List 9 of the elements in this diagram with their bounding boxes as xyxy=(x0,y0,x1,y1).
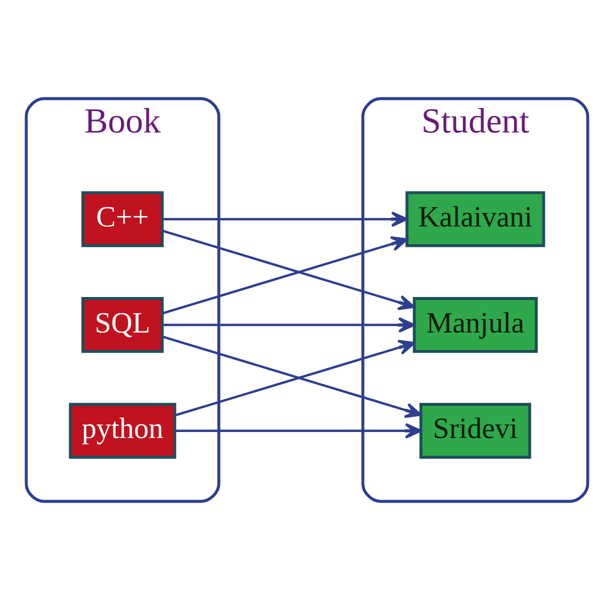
arrow xyxy=(174,423,422,439)
node-box: SQL xyxy=(81,297,164,353)
node-box: Manjula xyxy=(412,297,538,353)
node-box: C++ xyxy=(81,191,164,248)
node-box: Kalaivani xyxy=(405,191,546,248)
arrow xyxy=(162,317,416,333)
node-box: Sridevi xyxy=(419,402,532,459)
node-box: python xyxy=(68,402,176,459)
arrow xyxy=(162,211,408,227)
